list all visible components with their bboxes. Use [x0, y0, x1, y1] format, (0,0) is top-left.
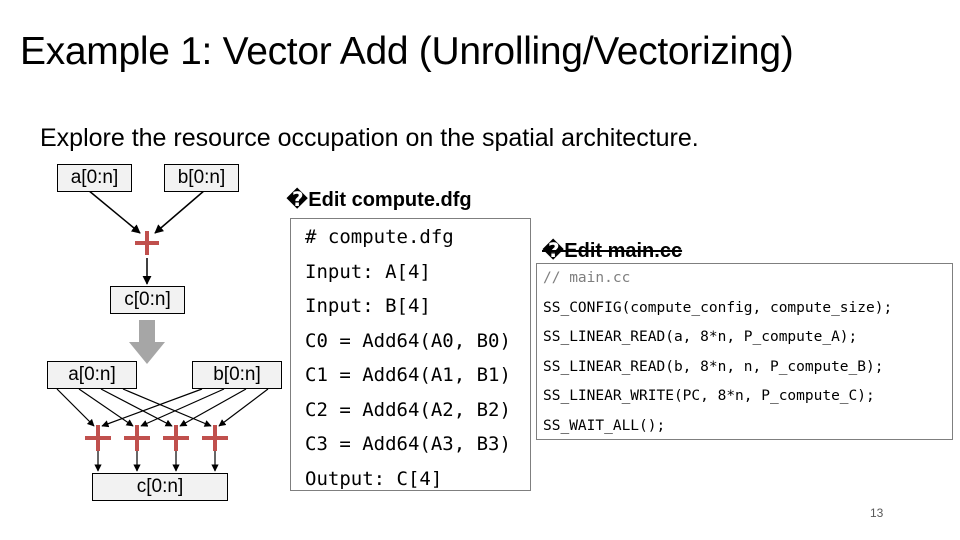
dfg-code-line: C1 = Add64(A1, B1) [305, 364, 511, 386]
output-c-box: c[0:n] [110, 286, 185, 314]
edge-a-to-adder [87, 189, 141, 234]
unrolled-input-a-box: a[0:n] [47, 361, 137, 389]
edge-a3-to-adder [122, 388, 212, 427]
adder-1 [124, 425, 150, 451]
dfg-code-line: Input: B[4] [305, 295, 431, 317]
input-b-box: b[0:n] [164, 164, 239, 192]
dfg-code-line: C2 = Add64(A2, B2) [305, 398, 511, 421]
transform-arrow [129, 320, 165, 364]
main-code-line: SS_LINEAR_WRITE(PC, 8*n, P_compute_C); [543, 388, 875, 404]
edge-b0-to-adder [101, 388, 203, 428]
edge-b-to-adder [154, 189, 206, 234]
top-edges [87, 189, 206, 285]
edge-a2-to-adder [100, 388, 173, 427]
dfg-code-line: C3 = Add64(A3, B3) [305, 433, 511, 455]
adder-3 [202, 425, 228, 451]
dfg-code-line: Output: C[4] [305, 467, 443, 490]
dfg-code-line: # compute.dfg [305, 226, 454, 248]
bottom-edges [56, 388, 269, 472]
main-code-line: SS_WAIT_ALL(); [543, 417, 666, 434]
dfg-code-line: C0 = Add64(A0, B0) [305, 329, 511, 352]
page-subtitle: Explore the resource occupation on the s… [40, 124, 699, 152]
edge-a1-to-adder [78, 388, 134, 427]
dfg-code-line: Input: A[4] [305, 260, 431, 283]
main-code-line: // main.cc [543, 270, 631, 286]
adder-top [135, 231, 159, 255]
edge-b2-to-adder [179, 388, 247, 427]
main-heading[interactable]: �Edit main.cc [542, 240, 683, 262]
input-a-box: a[0:n] [57, 164, 132, 192]
dfg-heading[interactable]: �Edit compute.dfg [286, 189, 472, 211]
main-code-line: SS_CONFIG(compute_config, compute_size); [543, 299, 893, 316]
adder-0 [85, 425, 111, 451]
unrolled-input-b-box: b[0:n] [192, 361, 282, 389]
page-title: Example 1: Vector Add (Unrolling/Vectori… [20, 30, 794, 73]
main-code-line: SS_LINEAR_READ(a, 8*n, P_compute_A); [543, 329, 858, 345]
page-number: 13 [870, 506, 884, 520]
edge-b1-to-adder [140, 388, 225, 427]
edge-a0-to-adder [56, 388, 95, 427]
edge-b3-to-adder [218, 388, 269, 427]
unrolled-output-c-box: c[0:n] [92, 473, 228, 501]
bottom-adders [85, 425, 228, 451]
adder-2 [163, 425, 189, 451]
main-code-line: SS_LINEAR_READ(b, 8*n, n, P_compute_B); [543, 358, 884, 375]
